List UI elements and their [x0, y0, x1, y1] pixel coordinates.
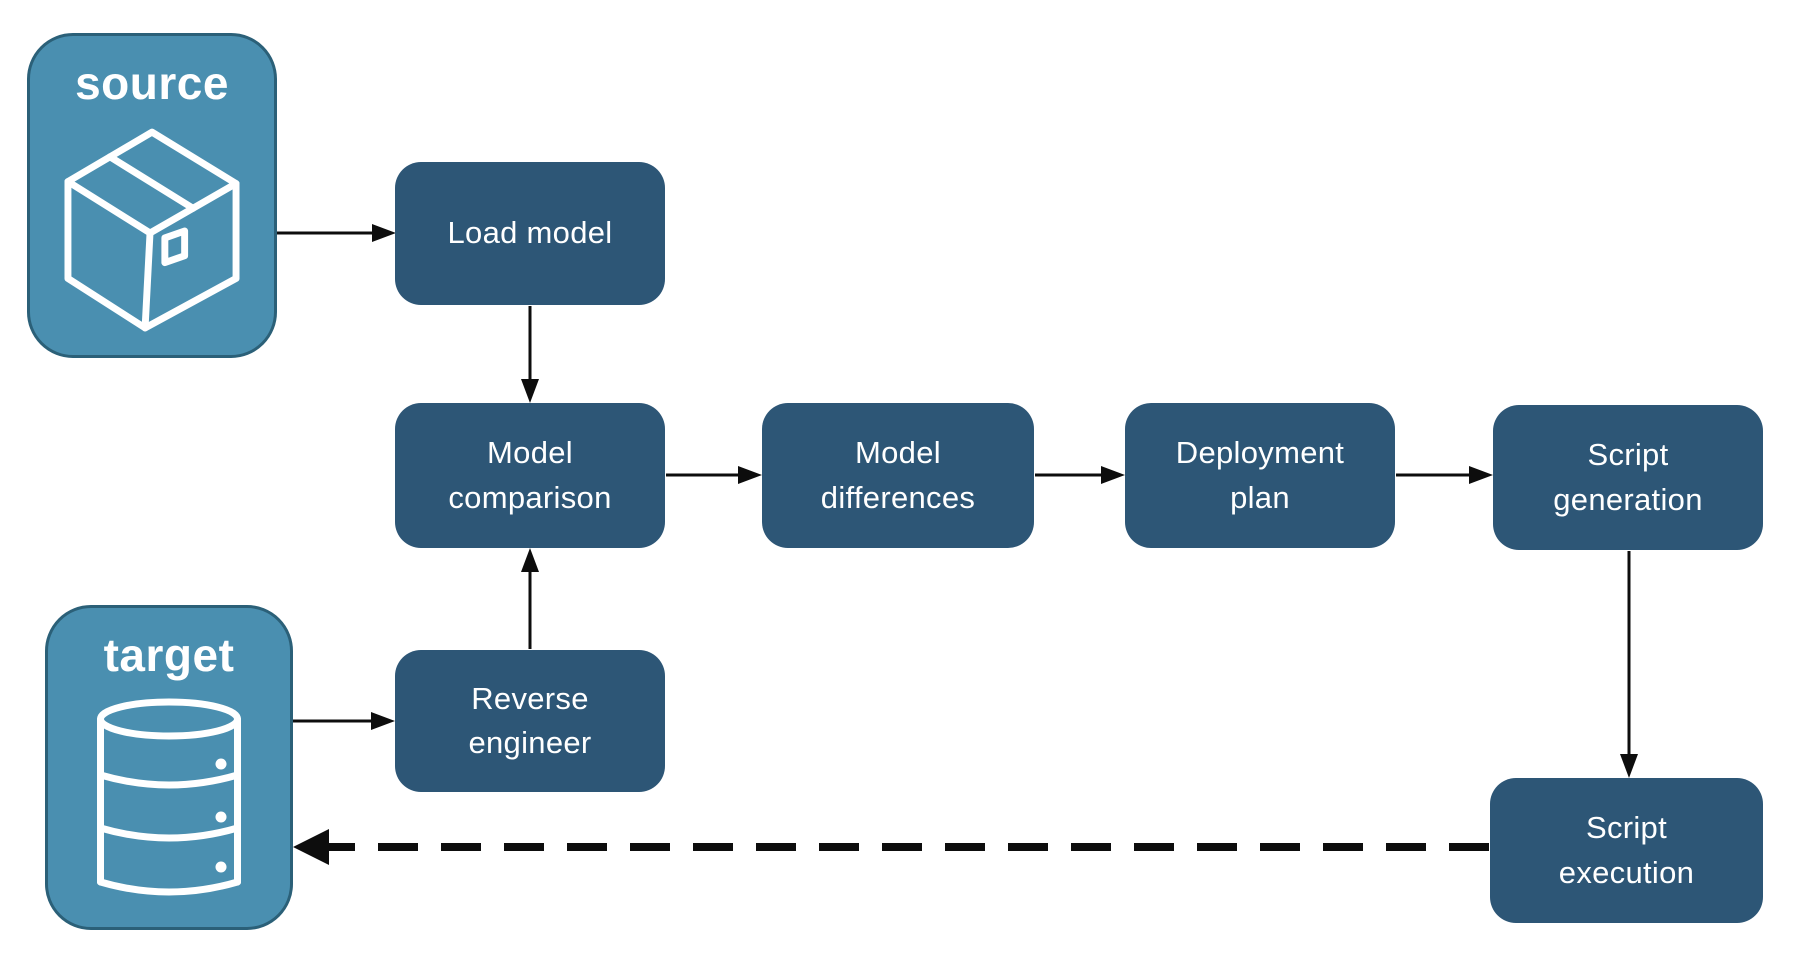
arrow-script-execution-to-target [293, 829, 1489, 865]
arrow-model-comparison-to-model-differences [666, 466, 762, 484]
arrow-script-generation-to-script-execution [1620, 551, 1638, 778]
arrow-model-differences-to-deployment-plan [1035, 466, 1125, 484]
arrow-reverse-engineer-to-model-comparison [521, 548, 539, 649]
script-generation-node[interactable]: Script generation [1493, 405, 1763, 550]
model-differences-node[interactable]: Model differences [762, 403, 1034, 548]
database-icon [97, 698, 241, 896]
arrow-source-to-load-model [277, 224, 396, 242]
target-label: target [103, 629, 235, 681]
load-model-node[interactable]: Load model [395, 162, 665, 305]
source-label: source [75, 57, 229, 109]
target-node[interactable]: target [45, 605, 293, 930]
reverse-engineer-node[interactable]: Reverse engineer [395, 650, 665, 792]
arrow-target-to-reverse-engineer [293, 712, 395, 730]
arrow-load-model-to-model-comparison [521, 306, 539, 403]
model-comparison-node[interactable]: Model comparison [395, 403, 665, 548]
script-execution-node[interactable]: Script execution [1490, 778, 1763, 923]
deployment-plan-node[interactable]: Deployment plan [1125, 403, 1395, 548]
arrow-deployment-plan-to-script-generation [1396, 466, 1493, 484]
source-node[interactable]: source [27, 33, 277, 358]
package-icon [64, 128, 240, 332]
